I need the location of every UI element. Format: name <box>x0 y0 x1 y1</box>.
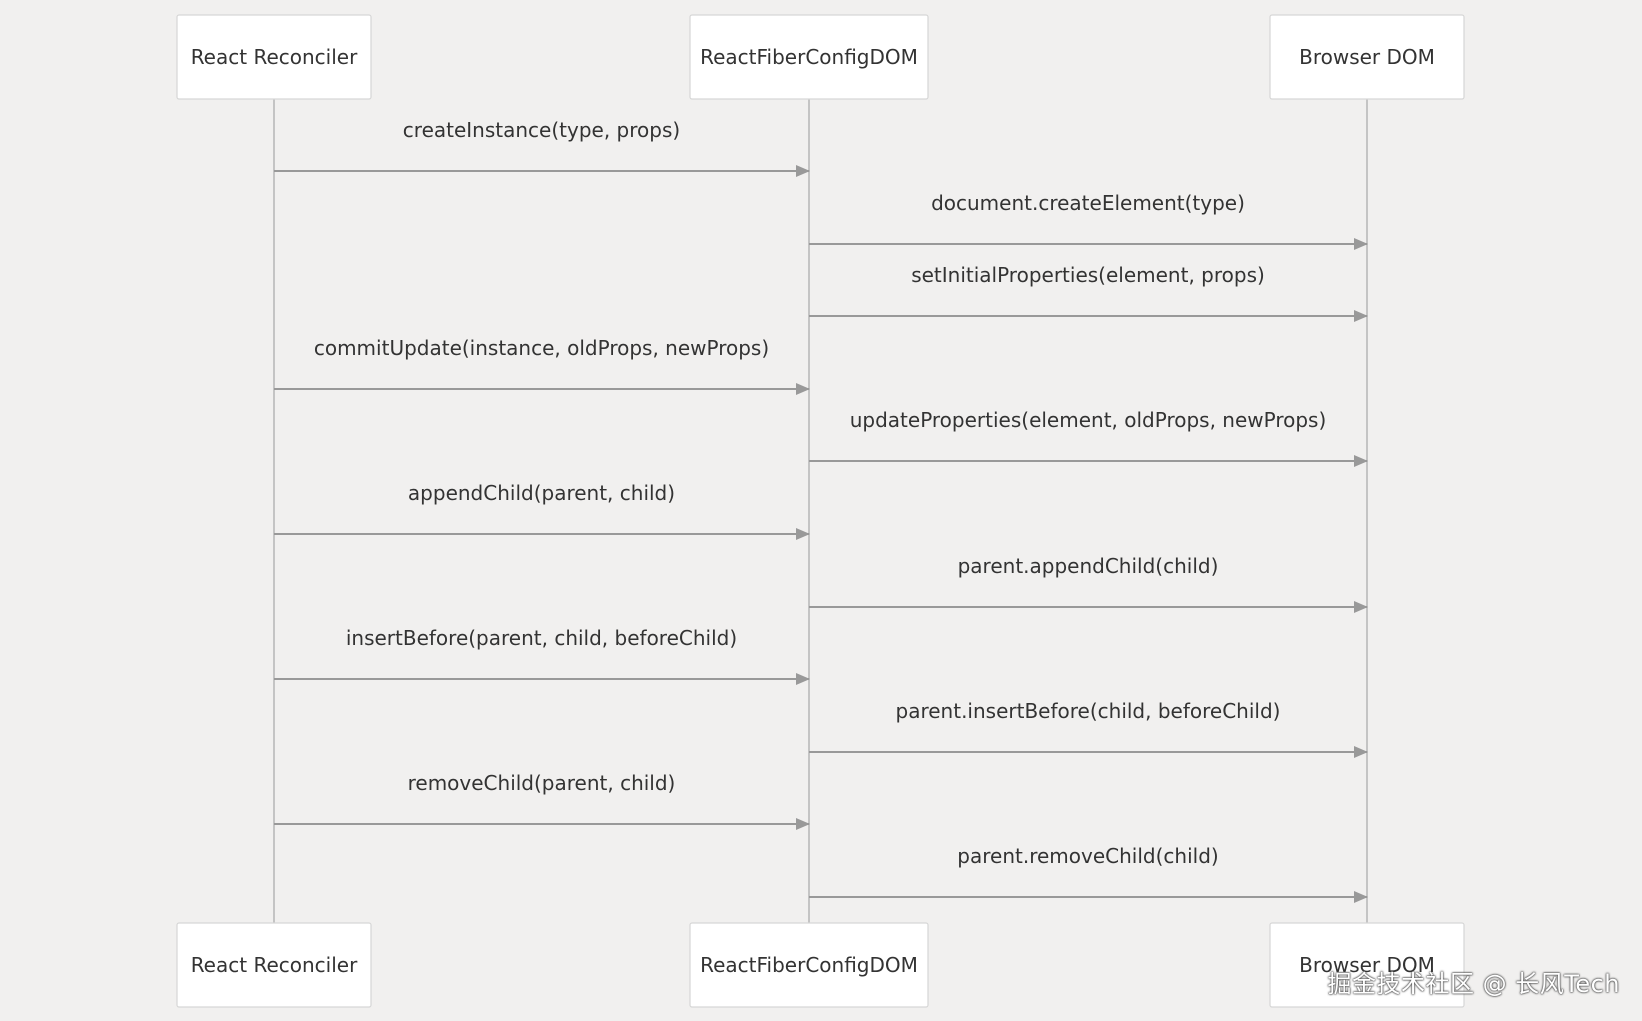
message-label: appendChild(parent, child) <box>408 481 675 505</box>
actor-label: ReactFiberConfigDOM <box>700 45 918 69</box>
message-11: parent.removeChild(child) <box>809 844 1368 903</box>
message-label: removeChild(parent, child) <box>408 771 676 795</box>
actor-bottom-dom: Browser DOM <box>1269 922 1465 1008</box>
message-1: createInstance(type, props) <box>274 118 810 177</box>
watermark: 掘金技术社区 @ 长风Tech <box>1327 970 1620 998</box>
actor-label: React Reconciler <box>191 45 358 69</box>
actor-label: ReactFiberConfigDOM <box>700 953 918 977</box>
message-label: parent.removeChild(child) <box>957 844 1218 868</box>
actor-box-rect <box>176 14 372 100</box>
message-8: insertBefore(parent, child, beforeChild) <box>274 626 810 685</box>
message-5: updateProperties(element, oldProps, newP… <box>809 408 1368 467</box>
message-3: setInitialProperties(element, props) <box>809 263 1368 322</box>
message-label: createInstance(type, props) <box>403 118 680 142</box>
actor-box-rect <box>176 922 372 1008</box>
message-7: parent.appendChild(child) <box>809 554 1368 613</box>
message-4: commitUpdate(instance, oldProps, newProp… <box>274 336 810 395</box>
actor-top-config: ReactFiberConfigDOM <box>689 14 929 100</box>
message-label: document.createElement(type) <box>931 191 1245 215</box>
message-label: updateProperties(element, oldProps, newP… <box>850 408 1327 432</box>
message-6: appendChild(parent, child) <box>274 481 810 540</box>
message-label: parent.appendChild(child) <box>958 554 1219 578</box>
actor-bottom-config: ReactFiberConfigDOM <box>689 922 929 1008</box>
actor-bottom-reconciler: React Reconciler <box>176 922 372 1008</box>
message-10: removeChild(parent, child) <box>274 771 810 830</box>
actor-label: React Reconciler <box>191 953 358 977</box>
message-label: insertBefore(parent, child, beforeChild) <box>346 626 737 650</box>
actor-label: Browser DOM <box>1299 953 1435 977</box>
actor-box-rect <box>689 922 929 1008</box>
actor-box-rect <box>1269 14 1465 100</box>
message-label: commitUpdate(instance, oldProps, newProp… <box>314 336 769 360</box>
actor-box-rect <box>689 14 929 100</box>
actor-top-dom: Browser DOM <box>1269 14 1465 100</box>
message-2: document.createElement(type) <box>809 191 1368 250</box>
message-label: setInitialProperties(element, props) <box>911 263 1265 287</box>
actor-top-reconciler: React Reconciler <box>176 14 372 100</box>
message-label: parent.insertBefore(child, beforeChild) <box>896 699 1281 723</box>
actor-label: Browser DOM <box>1299 45 1435 69</box>
actor-box-rect <box>1269 922 1465 1008</box>
message-9: parent.insertBefore(child, beforeChild) <box>809 699 1368 758</box>
